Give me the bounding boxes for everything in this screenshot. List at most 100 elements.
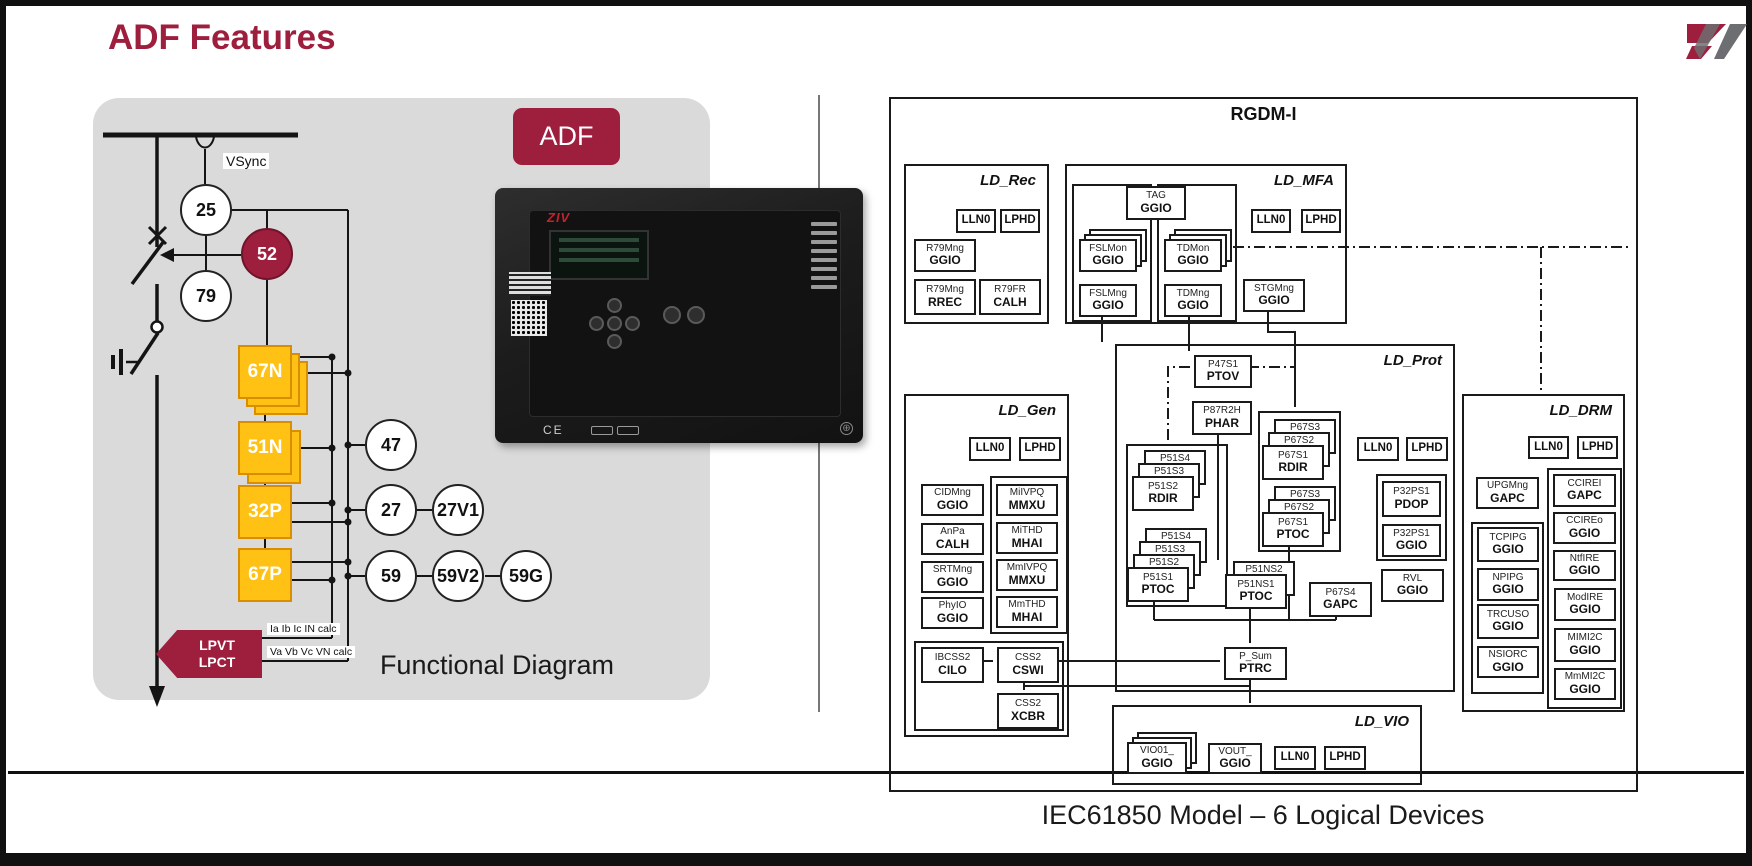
iec-dashdot-links (1167, 246, 1630, 440)
voltage-inputs-label: Va Vb Vc VN calc (267, 646, 356, 658)
device-eth-port-1 (591, 426, 613, 435)
function-circle-25: 25 (180, 184, 232, 236)
function-circle-59: 59 (365, 550, 417, 602)
gen-measure-subbox (990, 476, 1068, 634)
relay-51n: 51N (238, 421, 292, 475)
relay-device-photo: ZIV CE ⊕ (495, 188, 863, 443)
device-key-down (607, 334, 622, 349)
footer-divider-line (8, 771, 1744, 774)
node-rec-lln0: LLN0 (956, 209, 996, 233)
sensor-bars-icon (111, 349, 123, 375)
junction-dots (328, 353, 352, 584)
device-label-sticker (509, 272, 551, 296)
node-mfa-lln0: LLN0 (1251, 209, 1291, 233)
function-circle-47: 47 (365, 419, 417, 471)
drm-left-subbox (1471, 522, 1544, 694)
function-circle-27: 27 (365, 484, 417, 536)
device-qr-code (511, 300, 547, 336)
frame-top (0, 0, 1752, 6)
node-vio-lphd: LPHD (1324, 746, 1366, 770)
ld-drm-title: LD_DRM (1549, 402, 1613, 419)
function-circle-59v2: 59V2 (432, 550, 484, 602)
adf-badge: ADF (513, 108, 620, 165)
ld-gen-title: LD_Gen (998, 402, 1056, 419)
device-key-up (607, 298, 622, 313)
device-ground-screw: ⊕ (840, 422, 853, 435)
ld-mfa-title: LD_MFA (1274, 172, 1334, 189)
node-vio-lln0: LLN0 (1274, 746, 1316, 770)
vsync-label: VSync (223, 153, 270, 169)
left-caption: Functional Diagram (379, 650, 615, 680)
rgdm-title: RGDM-I (1230, 104, 1297, 124)
lpvt-lpct-badge: LPVT LPCT (156, 630, 262, 678)
node-drm-lln0: LLN0 (1528, 436, 1569, 459)
device-eth-port-2 (617, 426, 639, 435)
right-caption: IEC61850 Model – 6 Logical Devices (1041, 800, 1485, 830)
gen-switch-subbox (914, 641, 1064, 731)
node-mfa-lphd: LPHD (1301, 209, 1341, 233)
ld-rec-title: LD_Rec (980, 172, 1036, 189)
p32-subbox (1376, 474, 1447, 561)
node-prot-lln0: LLN0 (1357, 437, 1399, 461)
mfa-td-subbox (1157, 184, 1237, 322)
single-line-diagram (103, 132, 501, 707)
frame-bottom (0, 853, 1752, 866)
device-key-left (589, 316, 604, 331)
device-key-enter (607, 316, 622, 331)
ld-vio-title: LD_VIO (1354, 713, 1409, 730)
drm-right-subbox (1547, 468, 1622, 709)
p51-subbox (1126, 444, 1228, 607)
frame-right (1746, 0, 1752, 866)
switch-blade-icon (129, 239, 166, 375)
device-key-right (625, 316, 640, 331)
relay-67n: 67N (238, 345, 292, 399)
breaker-circle-52: 52 (241, 228, 293, 280)
device-screen (549, 230, 649, 280)
node-vio01-ggio: VIO01_GGIO (1127, 742, 1187, 774)
device-brand-logo: ZIV (547, 210, 571, 225)
node-drm-lphd: LPHD (1577, 436, 1618, 459)
lpvt-label: LPVT (199, 637, 235, 653)
breaker-x-icon (147, 225, 168, 246)
device-button-2 (687, 306, 705, 324)
node-gen-lphd: LPHD (1019, 437, 1061, 461)
function-circle-27v1: 27V1 (432, 484, 484, 536)
function-circle-79: 79 (180, 270, 232, 322)
